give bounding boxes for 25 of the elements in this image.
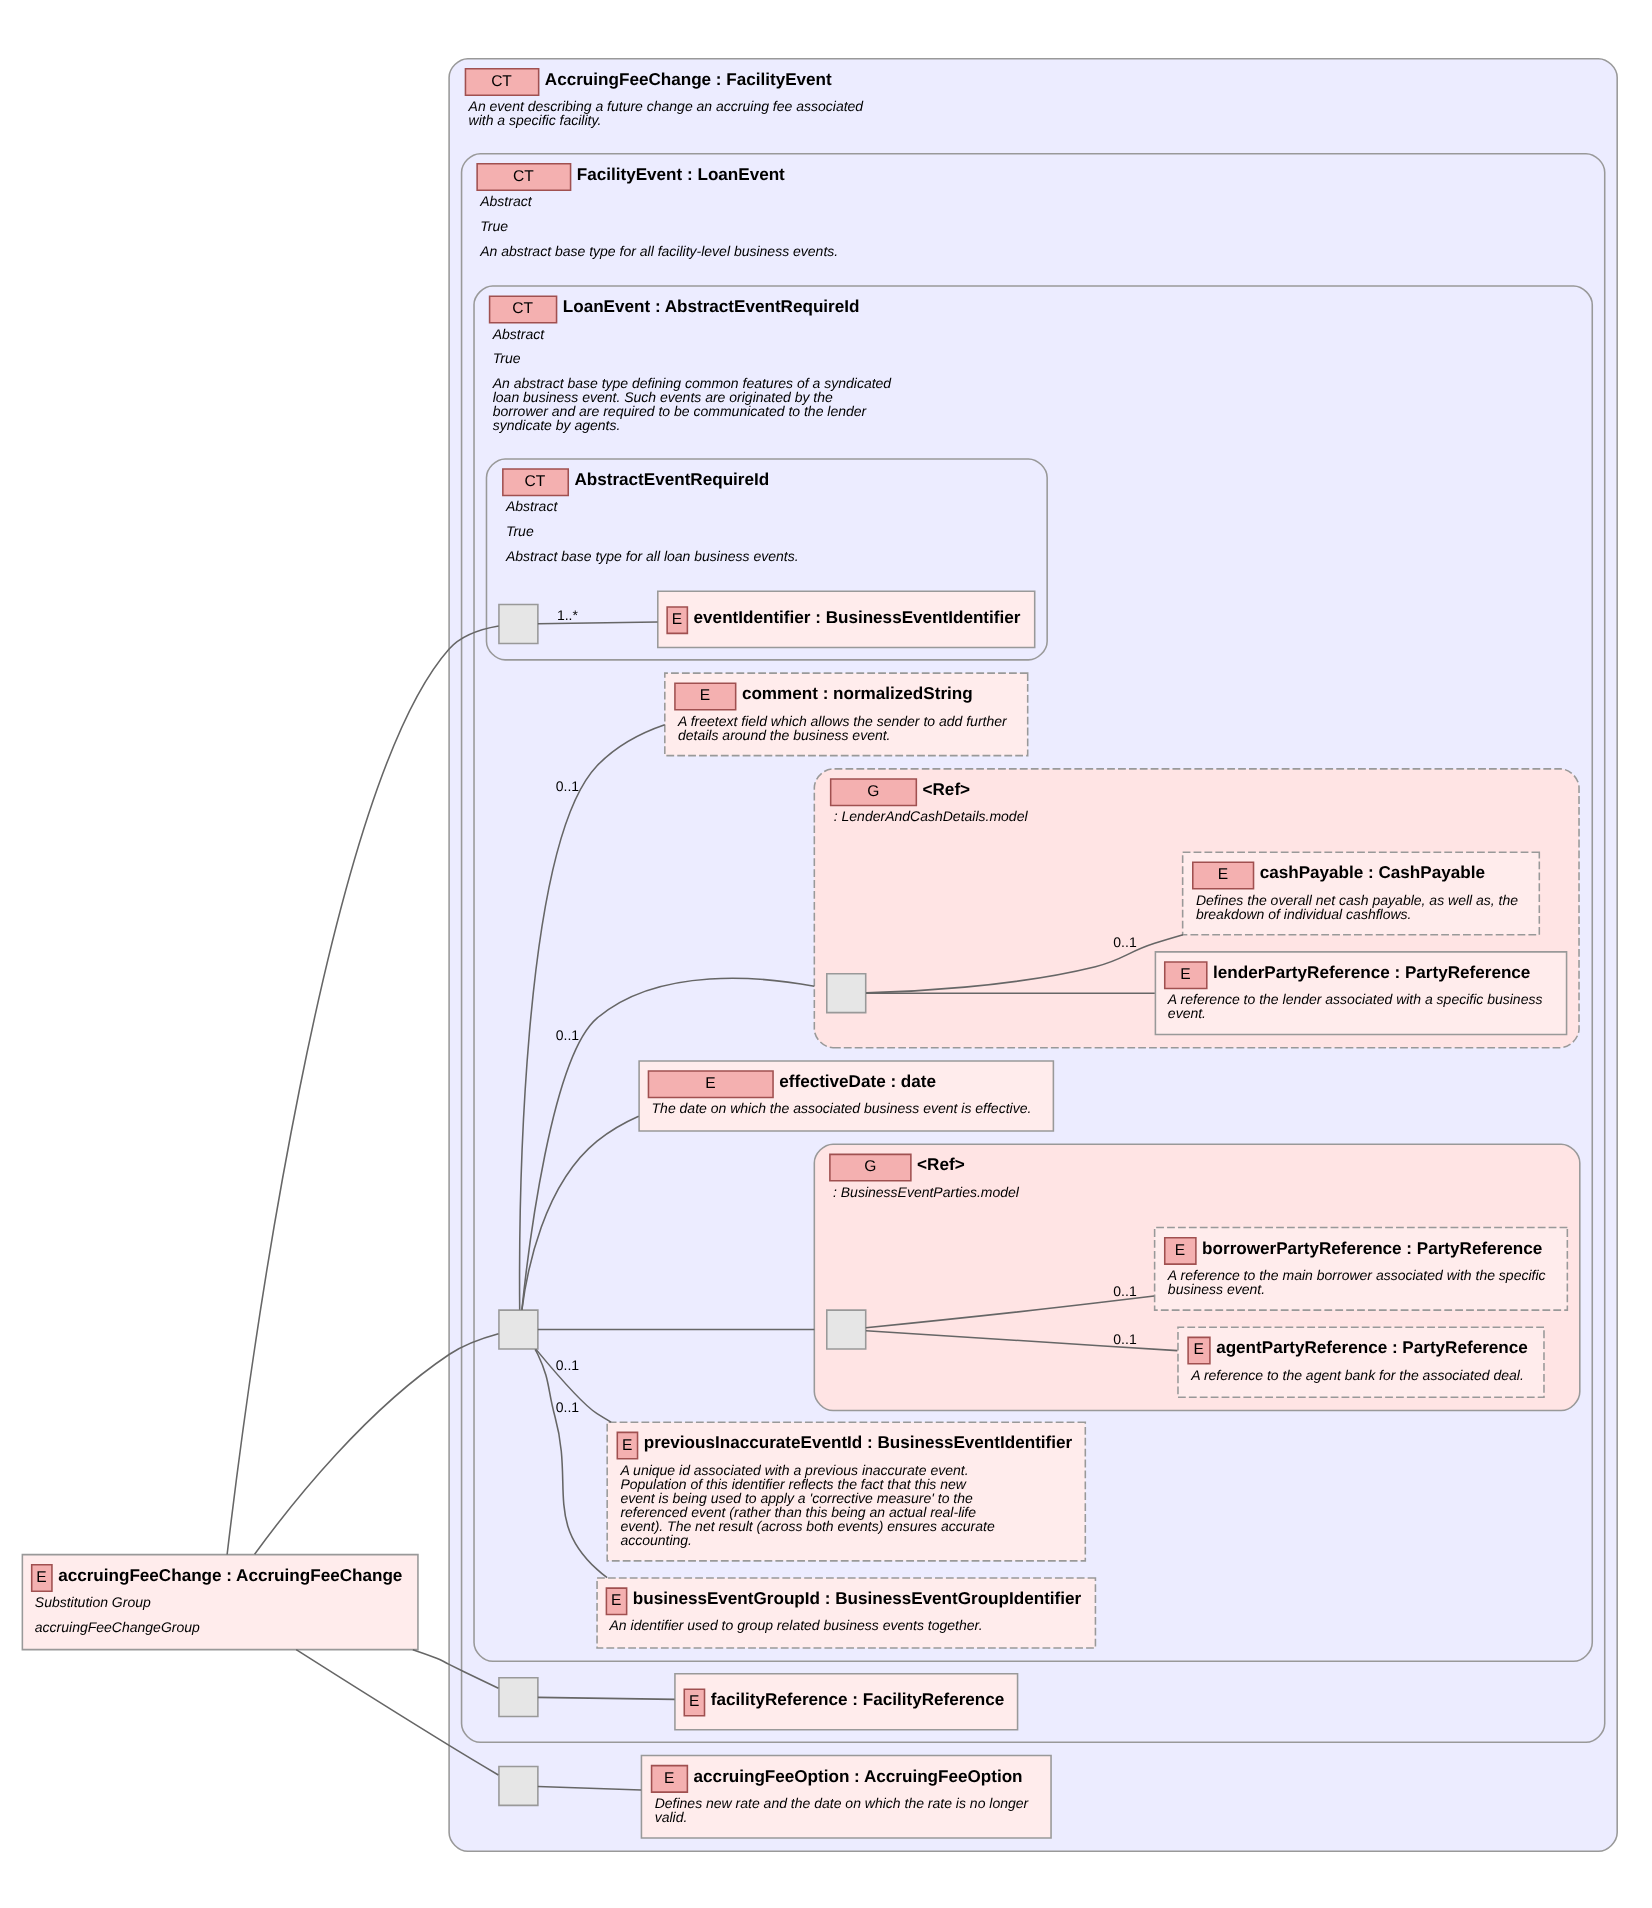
connector	[535, 1347, 612, 1422]
connector	[412, 1647, 500, 1689]
connector	[295, 1647, 500, 1775]
connector	[865, 1328, 1179, 1351]
connector	[537, 1784, 642, 1790]
connector	[537, 620, 659, 624]
connector	[521, 1114, 640, 1310]
connector	[865, 1294, 1155, 1328]
connector	[537, 1695, 676, 1700]
connector	[253, 1332, 500, 1555]
node-box	[498, 1675, 539, 1717]
connector	[865, 991, 1156, 993]
connector	[537, 1327, 816, 1330]
connector	[226, 624, 500, 1555]
node-box	[498, 1308, 539, 1349]
node-box	[498, 602, 539, 644]
connector	[865, 932, 1184, 993]
connector	[518, 722, 666, 1310]
node-box	[826, 971, 867, 1013]
node-box	[498, 1764, 539, 1806]
connector	[534, 1347, 608, 1578]
node-box: E facilityReference : FacilityReference	[674, 1672, 1019, 1730]
connector	[521, 976, 816, 1310]
node-box: E eventIdentifier : BusinessEventIdentifier	[657, 589, 1036, 648]
node-box	[826, 1308, 867, 1349]
